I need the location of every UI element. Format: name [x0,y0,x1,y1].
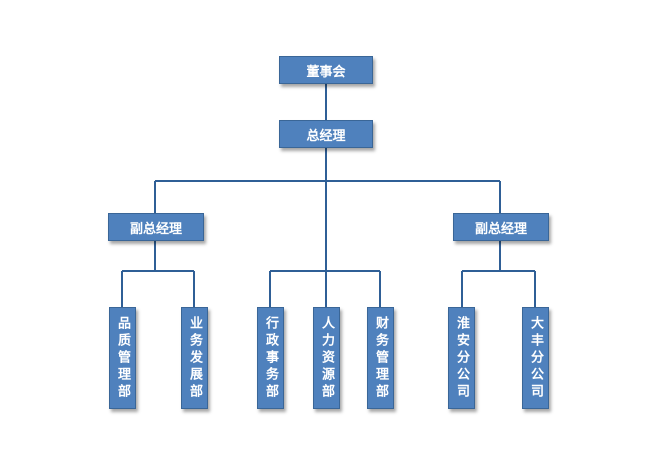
dept-admin-label: 行政事务部 [263,315,278,401]
dept-finance-label: 财务管理部 [373,315,388,401]
vgm-right-label: 副总经理 [474,221,527,237]
dept-hr-label: 人力资源部 [319,315,334,401]
vgm-left-label: 副总经理 [129,221,182,237]
board-box: 董事会 [279,56,373,84]
dept-dafeng-label: 大丰分公司 [528,315,543,401]
vgm-left-box: 副总经理 [108,213,204,241]
dept-hr-box: 人力资源部 [313,307,340,409]
board-label: 董事会 [306,64,346,80]
vgm-right-box: 副总经理 [453,213,549,241]
dept-quality-box: 品质管理部 [109,307,136,409]
gm-label: 总经理 [306,128,346,144]
dept-admin-box: 行政事务部 [257,307,284,409]
dept-dafeng-box: 大丰分公司 [522,307,549,409]
gm-box: 总经理 [279,120,373,148]
dept-huaian-box: 淮安分公司 [448,307,475,409]
dept-business-label: 业务发展部 [187,315,202,401]
dept-huaian-label: 淮安分公司 [454,315,469,401]
dept-finance-box: 财务管理部 [367,307,394,409]
dept-quality-label: 品质管理部 [115,315,130,401]
dept-business-box: 业务发展部 [181,307,208,409]
